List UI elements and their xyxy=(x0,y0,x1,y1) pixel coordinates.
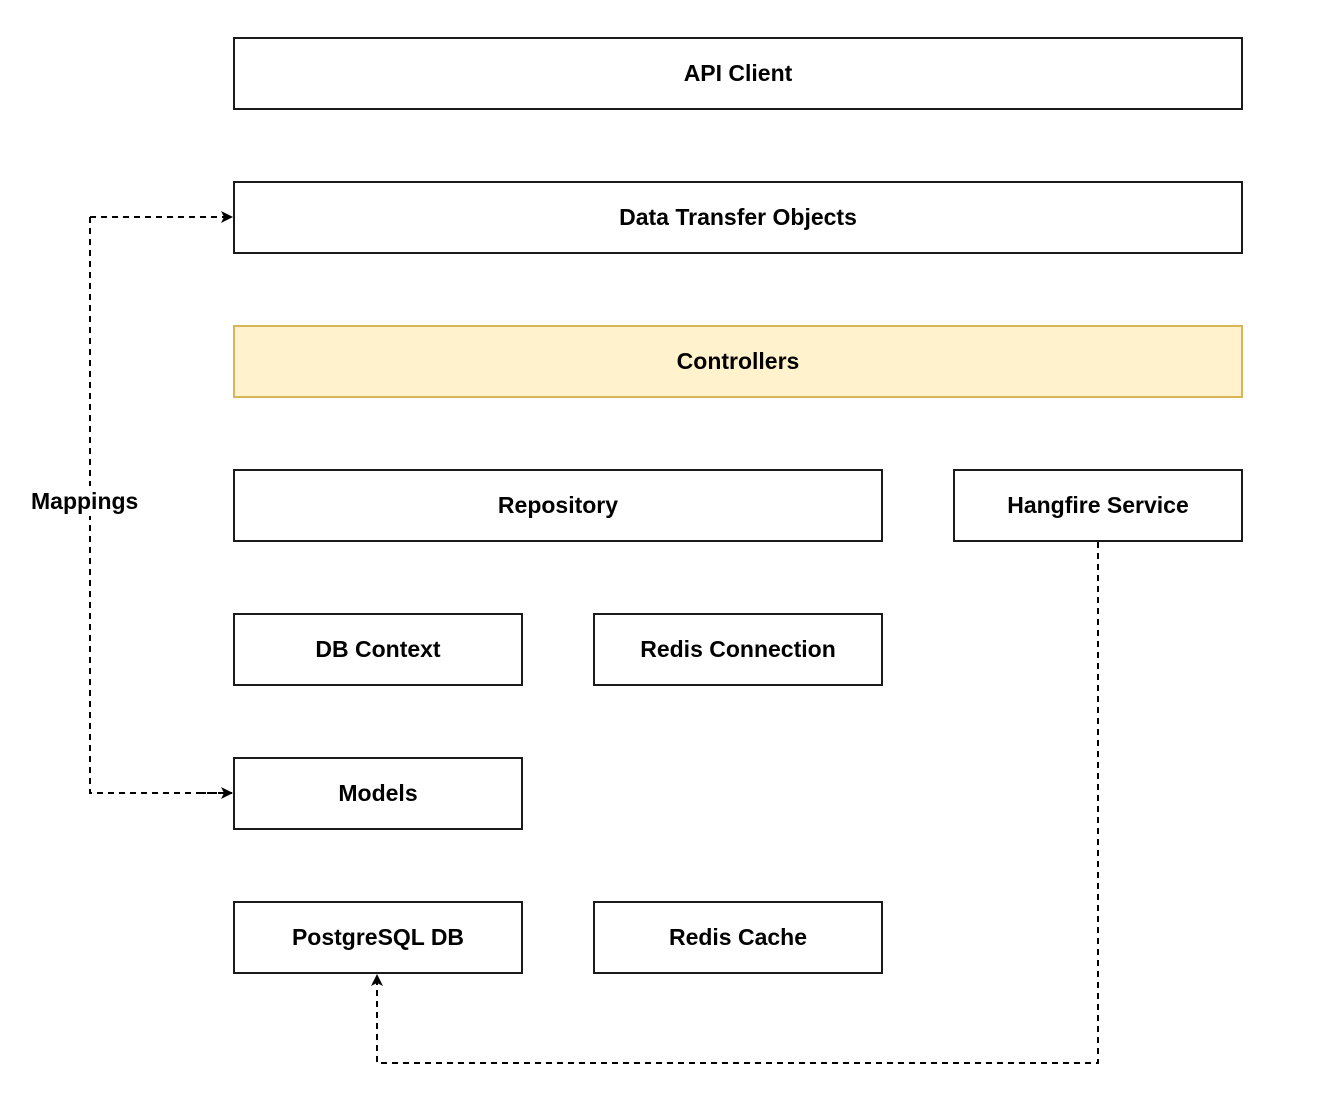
node-redis-cache-label: Redis Cache xyxy=(668,924,808,950)
node-models-label: Models xyxy=(338,780,418,806)
node-hangfire-service-label: Hangfire Service xyxy=(1007,492,1189,518)
node-api-client-label: API Client xyxy=(683,60,793,86)
hangfire-to-postgresql-connector xyxy=(371,542,1099,1064)
node-models: Models xyxy=(233,757,523,830)
node-controllers-label: Controllers xyxy=(676,348,800,374)
node-redis-cache: Redis Cache xyxy=(593,901,883,974)
node-redis-connection: Redis Connection xyxy=(593,613,883,686)
node-repository-label: Repository xyxy=(497,492,619,518)
node-repository: Repository xyxy=(233,469,883,542)
node-hangfire-service: Hangfire Service xyxy=(953,469,1243,542)
node-data-transfer-objects: Data Transfer Objects xyxy=(233,181,1243,254)
mappings-edge-label: Mappings xyxy=(31,486,139,516)
node-redis-connection-label: Redis Connection xyxy=(640,636,836,662)
node-controllers: Controllers xyxy=(233,325,1243,398)
node-data-transfer-objects-label: Data Transfer Objects xyxy=(619,204,857,230)
node-db-context-label: DB Context xyxy=(315,636,441,662)
node-db-context: DB Context xyxy=(233,613,523,686)
node-postgresql-db-label: PostgreSQL DB xyxy=(291,924,465,950)
node-postgresql-db: PostgreSQL DB xyxy=(233,901,523,974)
node-api-client: API Client xyxy=(233,37,1243,110)
mappings-connector xyxy=(89,216,232,794)
